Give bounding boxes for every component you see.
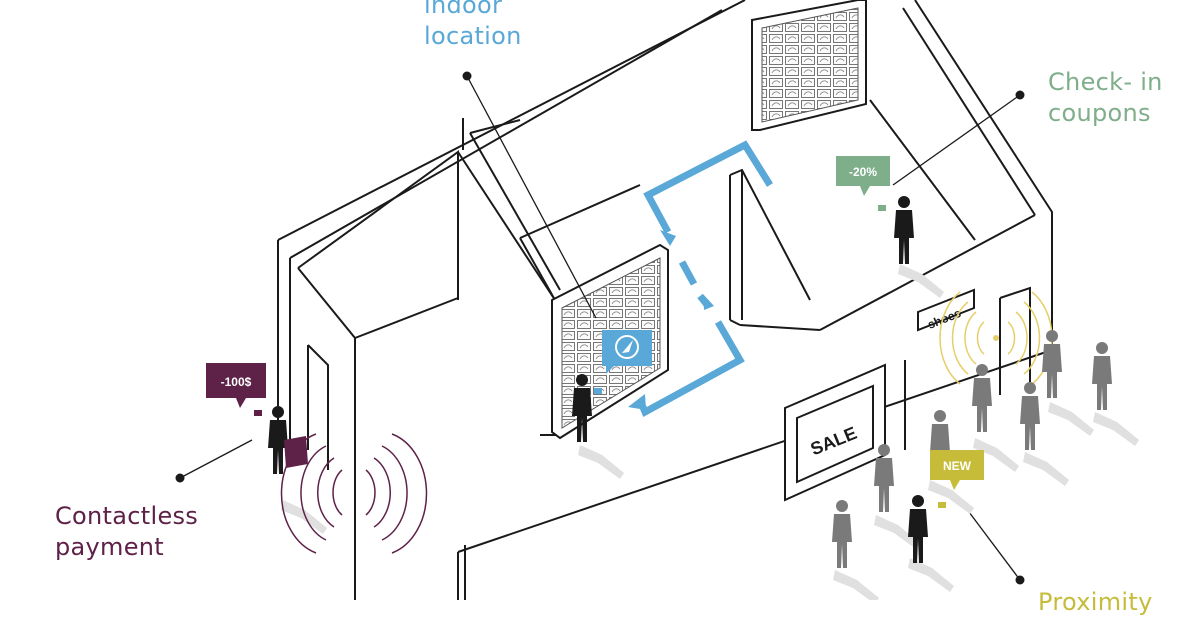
shopper-proximity — [908, 495, 946, 563]
shoe-shelf-top — [751, 0, 867, 131]
callout-payment-line-1: Contactless — [55, 502, 199, 530]
route-arrowheads — [628, 230, 714, 410]
payment-price-text: -100$ — [221, 375, 252, 389]
callout-payment-line-2: payment — [55, 533, 165, 561]
shopper-navigation — [572, 374, 602, 442]
callout-contactless-payment: Contactless payment — [55, 501, 198, 563]
callout-checkin-line-2: coupons — [1048, 99, 1151, 127]
store-building — [277, 0, 1053, 600]
person-icon — [832, 500, 852, 568]
people-shadows — [281, 264, 1139, 600]
callout-indoor-location: indoor location — [424, 0, 522, 52]
phone-icon — [938, 502, 946, 508]
beacon-signal-waves-icon — [939, 291, 1053, 385]
new-tag-text: NEW — [943, 459, 972, 473]
callout-proximity-line-1: Proximity — [1038, 588, 1153, 616]
shopping-bag-icon — [284, 436, 308, 468]
person-icon — [1020, 382, 1040, 450]
phone-icon — [254, 410, 262, 416]
callout-proximity: Proximity — [1038, 587, 1153, 618]
payment-price-tag: -100$ — [206, 363, 266, 408]
shopper-payment — [254, 406, 308, 474]
person-icon — [908, 495, 928, 563]
callout-checkin-line-1: Check- in — [1048, 68, 1163, 96]
store-diagram: SALE shoes — [175, 0, 1139, 600]
person-icon — [972, 364, 992, 432]
callout-indoor-line-1: indoor — [424, 0, 503, 19]
phone-icon — [878, 205, 886, 211]
callout-checkin-coupons: Check- in coupons — [1048, 67, 1163, 129]
phone-icon — [594, 388, 602, 394]
coupon-tag-text: -20% — [849, 165, 877, 179]
shopper-coupon — [878, 196, 914, 264]
beacon-dot — [993, 335, 999, 341]
coupon-tag: -20% — [836, 156, 890, 196]
new-tag: NEW — [930, 450, 984, 490]
person-icon — [1092, 342, 1112, 410]
callout-dots — [175, 71, 1025, 585]
navigation-arrow-icon — [602, 330, 652, 374]
callout-indoor-line-2: location — [424, 22, 522, 50]
person-icon — [894, 196, 914, 264]
sale-sign: SALE — [784, 363, 886, 502]
person-icon — [1042, 330, 1062, 398]
